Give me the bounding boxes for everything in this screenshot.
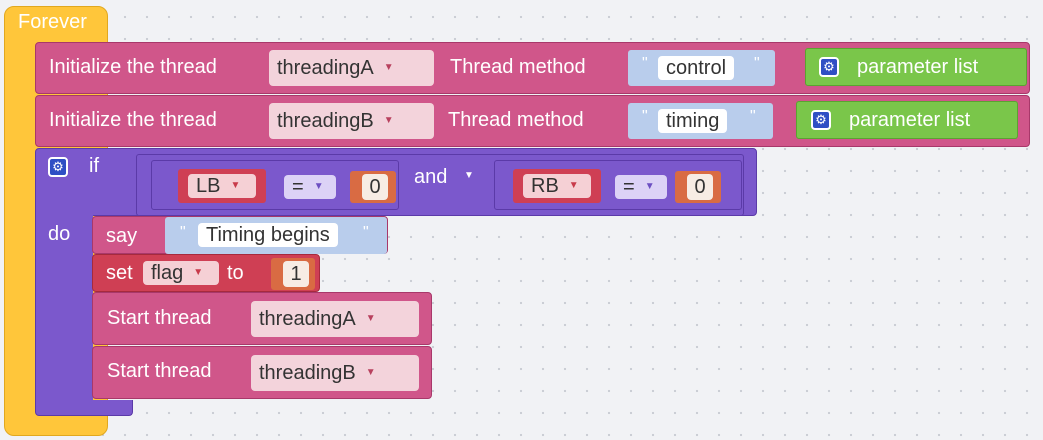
thread-name-value: threadingA (277, 57, 374, 79)
forever-label: Forever (18, 11, 87, 33)
thread-name-value: threadingA (259, 308, 356, 330)
open-quote-icon: " (642, 108, 648, 125)
variable-name: RB (531, 175, 559, 197)
start-thread-b-block[interactable]: Start thread threadingB ▼ (92, 346, 432, 399)
init-thread-b-block[interactable]: Initialize the thread threadingB ▼ Threa… (35, 95, 1030, 147)
variable-block[interactable]: LB ▼ (178, 169, 266, 203)
close-quote-icon: " (750, 108, 756, 125)
number-block[interactable]: 0 (350, 171, 396, 203)
thread-name-value: threadingB (259, 362, 356, 384)
chevron-down-icon: ▼ (365, 367, 376, 378)
thread-name-dropdown[interactable]: threadingB ▼ (269, 103, 434, 139)
method-text-input[interactable]: timing (658, 109, 728, 133)
number-block[interactable]: 0 (675, 171, 721, 203)
if-block-spine (35, 214, 93, 404)
and-block[interactable]: LB ▼ = ▼ 0 and ▼ RB ▼ = ▼ (136, 154, 744, 216)
thread-method-label: Thread method (448, 109, 584, 131)
operator-dropdown[interactable]: = ▼ (615, 175, 667, 199)
chevron-down-icon: ▼ (383, 62, 394, 73)
number-input[interactable]: 1 (283, 261, 309, 287)
operator-value: = (292, 176, 304, 198)
parameter-list-label: parameter list (849, 109, 971, 131)
chevron-down-icon: ▼ (365, 313, 376, 324)
text-block[interactable]: " control " (628, 50, 775, 86)
thread-method-label: Thread method (450, 56, 586, 78)
number-input[interactable]: 0 (687, 174, 713, 200)
if-block-bottom (35, 400, 133, 416)
method-text-input[interactable]: control (658, 56, 735, 80)
gear-icon[interactable]: ⚙ (48, 157, 68, 177)
thread-name-value: threadingB (277, 110, 374, 132)
chevron-down-icon: ▼ (644, 181, 655, 192)
parameter-list-label: parameter list (857, 56, 979, 78)
operator-dropdown[interactable]: = ▼ (284, 175, 336, 199)
chevron-down-icon: ▼ (313, 181, 324, 192)
say-text-value: Timing begins (206, 224, 330, 246)
operator-value: = (623, 176, 635, 198)
text-block[interactable]: " timing " (628, 103, 773, 139)
number-input[interactable]: 0 (362, 174, 388, 200)
parameter-list-block[interactable]: ⚙ parameter list (796, 101, 1018, 139)
close-quote-icon: " (363, 224, 369, 241)
to-label: to (227, 262, 244, 284)
gear-icon[interactable]: ⚙ (819, 57, 839, 77)
method-value: control (666, 57, 727, 79)
variable-block[interactable]: RB ▼ (513, 169, 601, 203)
open-quote-icon: " (642, 55, 648, 72)
set-variable-block[interactable]: set flag ▼ to 1 (92, 254, 320, 292)
say-label: say (106, 225, 138, 247)
logic-operator-label: and (414, 166, 448, 188)
start-thread-label: Start thread (107, 307, 212, 329)
variable-dropdown[interactable]: RB ▼ (523, 174, 591, 198)
thread-name-dropdown[interactable]: threadingB ▼ (251, 355, 419, 391)
chevron-down-icon: ▼ (464, 170, 474, 181)
say-block[interactable]: say " Timing begins " (92, 216, 388, 254)
variable-name: LB (196, 175, 221, 197)
compare-block-right[interactable]: RB ▼ = ▼ 0 (494, 160, 742, 210)
init-thread-label: Initialize the thread (49, 109, 217, 131)
chevron-down-icon: ▼ (193, 267, 204, 278)
if-label: if (89, 155, 99, 177)
parameter-list-block[interactable]: ⚙ parameter list (805, 48, 1027, 86)
chevron-down-icon: ▼ (230, 180, 241, 191)
chevron-down-icon: ▼ (568, 180, 579, 191)
start-thread-a-block[interactable]: Start thread threadingA ▼ (92, 292, 432, 345)
do-label: do (48, 223, 71, 245)
if-block[interactable]: ⚙ if LB ▼ = ▼ 0 and ▼ RB ▼ (35, 148, 757, 216)
chevron-down-icon: ▼ (383, 115, 394, 126)
set-variable-dropdown[interactable]: flag ▼ (143, 261, 219, 285)
start-thread-label: Start thread (107, 360, 212, 382)
thread-name-dropdown[interactable]: threadingA ▼ (269, 50, 434, 86)
method-value: timing (666, 110, 720, 132)
compare-block-left[interactable]: LB ▼ = ▼ 0 (151, 160, 399, 210)
init-thread-label: Initialize the thread (49, 56, 217, 78)
set-variable-name: flag (151, 262, 184, 284)
say-text-input[interactable]: Timing begins (198, 223, 338, 247)
open-quote-icon: " (180, 224, 186, 241)
gear-icon[interactable]: ⚙ (811, 110, 831, 130)
number-block[interactable]: 1 (271, 258, 315, 290)
close-quote-icon: " (754, 55, 760, 72)
init-thread-a-block[interactable]: Initialize the thread threadingA ▼ Threa… (35, 42, 1030, 94)
set-label: set (106, 262, 133, 284)
text-block[interactable]: " Timing begins " (165, 217, 387, 254)
variable-dropdown[interactable]: LB ▼ (188, 174, 256, 198)
thread-name-dropdown[interactable]: threadingA ▼ (251, 301, 419, 337)
